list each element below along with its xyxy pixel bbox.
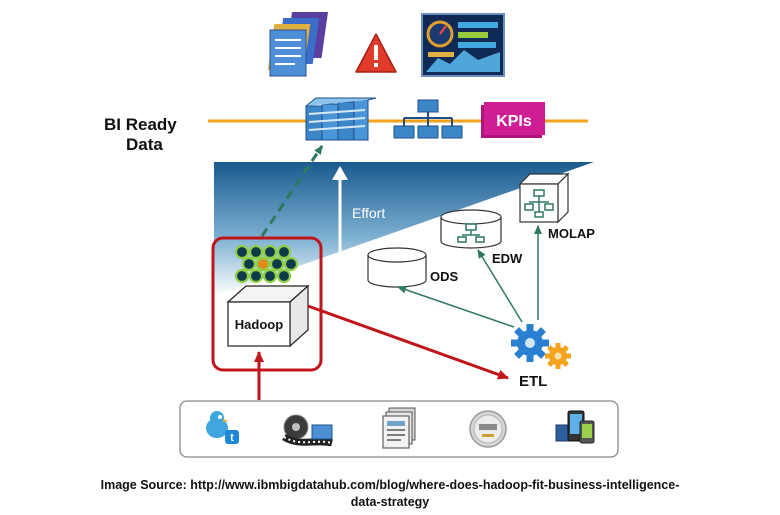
molap-hierarchy-icon — [524, 189, 554, 218]
molap-label: MOLAP — [548, 226, 595, 241]
dashboard-icon — [421, 13, 505, 77]
image-source-caption: Image Source: http://www.ibmbigdatahub.c… — [40, 477, 740, 511]
bi-ready-label-line2: Data — [126, 135, 163, 154]
kpis-badge-icon: KPIs — [481, 102, 545, 138]
bi-ready-label-line1: BI Ready — [104, 115, 177, 134]
media-film-icon — [282, 414, 333, 447]
hadoop-frame — [211, 236, 323, 372]
social-bird-icon: t — [206, 411, 239, 444]
gears-icon — [511, 324, 571, 369]
documents-icon — [382, 407, 416, 449]
edw-hierarchy-icon — [457, 223, 485, 243]
alert-triangle-icon — [355, 33, 397, 73]
hadoop-box — [226, 284, 310, 348]
ods-label: ODS — [430, 269, 459, 284]
hadoop-to-etl-arrow — [307, 304, 509, 380]
hadoop-to-bi-arrow — [260, 145, 324, 237]
kpis-label: KPIs — [496, 113, 532, 130]
report-stack-icon — [267, 12, 328, 77]
molap-cube — [518, 172, 570, 224]
effort-label: Effort — [352, 205, 385, 221]
etl-label: ETL — [519, 373, 547, 390]
caption-line-1: Image Source: http://www.ibmbigdatahub.c… — [100, 478, 680, 492]
edw-label: EDW — [492, 251, 523, 266]
effort-wedge — [214, 162, 594, 296]
etl-to-edw-arrow — [477, 249, 523, 323]
effort-arrow — [332, 166, 348, 272]
caption-line-2: data-strategy — [350, 495, 430, 509]
svg-text:t: t — [230, 432, 234, 444]
edw-cylinder — [440, 209, 502, 249]
mobile-devices-icon — [555, 410, 595, 444]
meter-icon — [469, 410, 507, 448]
hadoop-cluster-icon — [234, 244, 299, 284]
ods-cylinder — [367, 247, 427, 288]
etl-to-ods-arrow — [397, 285, 515, 328]
data-cubes-icon — [305, 97, 377, 141]
hadoop-label: Hadoop — [235, 317, 283, 332]
hierarchy-icon — [393, 99, 463, 139]
